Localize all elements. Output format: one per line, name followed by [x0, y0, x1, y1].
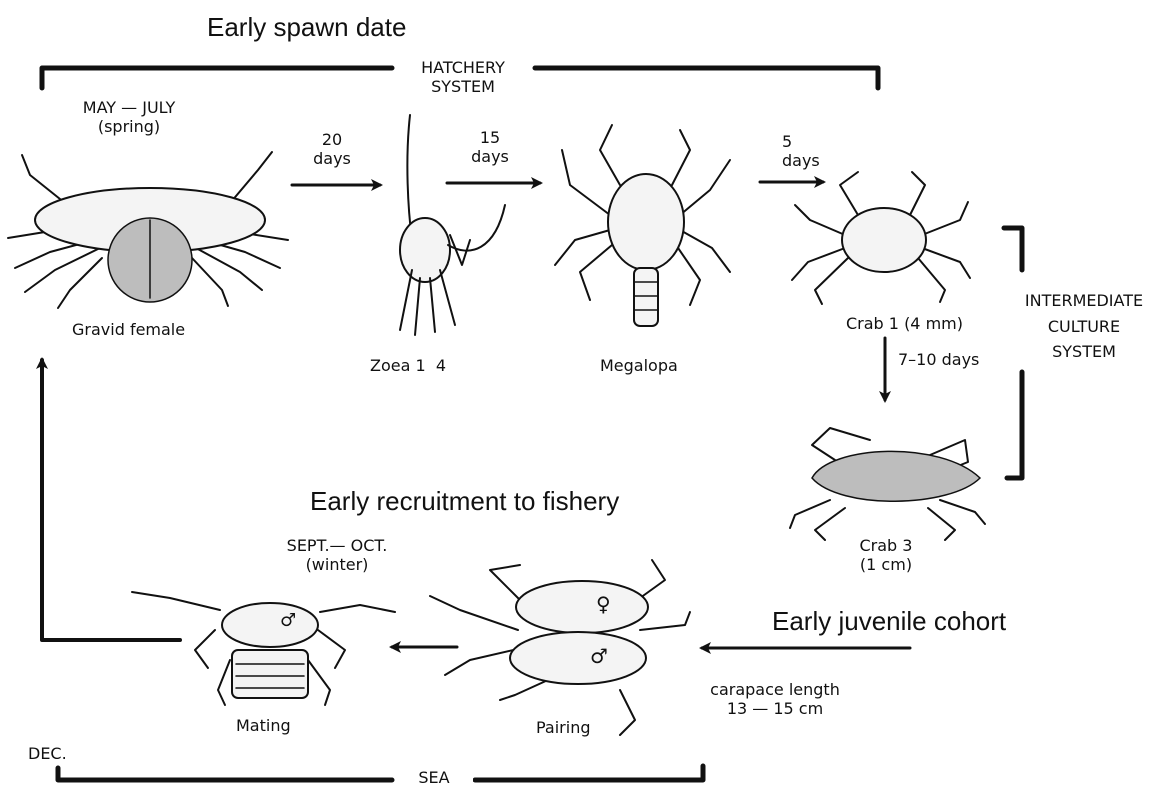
pairing-drawing — [430, 560, 690, 735]
mating-season-label: SEPT.— OCT. (winter) — [282, 536, 392, 574]
male-symbol-icon: ♂ — [590, 644, 608, 668]
stage-crab1: Crab 1 (4 mm) — [846, 314, 963, 333]
arrow-return-loop — [42, 360, 180, 640]
megalopa-drawing — [555, 125, 730, 326]
stage-pairing: Pairing — [536, 718, 591, 737]
hatchery-system-label: HATCHERY SYSTEM — [398, 58, 528, 96]
duration-15-days: 15 days — [460, 128, 520, 166]
crab3-drawing — [790, 428, 985, 540]
dec-label: DEC. — [28, 744, 67, 763]
stage-zoea: Zoea 1 4 — [370, 356, 446, 375]
female-symbol-icon: ♀ — [596, 592, 611, 616]
duration-20-days: 20 days — [302, 130, 362, 168]
duration-7-10-days: 7–10 days — [898, 350, 979, 369]
carapace-length-label: carapace length 13 — 15 cm — [680, 680, 870, 718]
crab1-drawing — [792, 172, 970, 304]
stage-crab3: Crab 3 (1 cm) — [846, 536, 926, 574]
duration-5-days: 5 days — [782, 132, 820, 170]
sea-bracket — [58, 766, 703, 780]
early-juvenile-heading: Early juvenile cohort — [772, 606, 1006, 637]
stage-mating: Mating — [236, 716, 291, 735]
early-recruitment-heading: Early recruitment to fishery — [310, 486, 619, 517]
stage-gravid-female: Gravid female — [72, 320, 185, 339]
mating-male-symbol-icon: ♂ — [280, 610, 296, 632]
early-spawn-heading: Early spawn date — [207, 12, 406, 43]
stage-megalopa: Megalopa — [600, 356, 678, 375]
intermediate-system-label: INTERMEDIATE CULTURE SYSTEM — [1014, 288, 1154, 365]
spawn-season-label: MAY — JULY (spring) — [64, 98, 194, 136]
sea-label: SEA — [395, 768, 473, 787]
gravid-female-drawing — [8, 152, 288, 308]
mating-drawing — [132, 592, 395, 705]
